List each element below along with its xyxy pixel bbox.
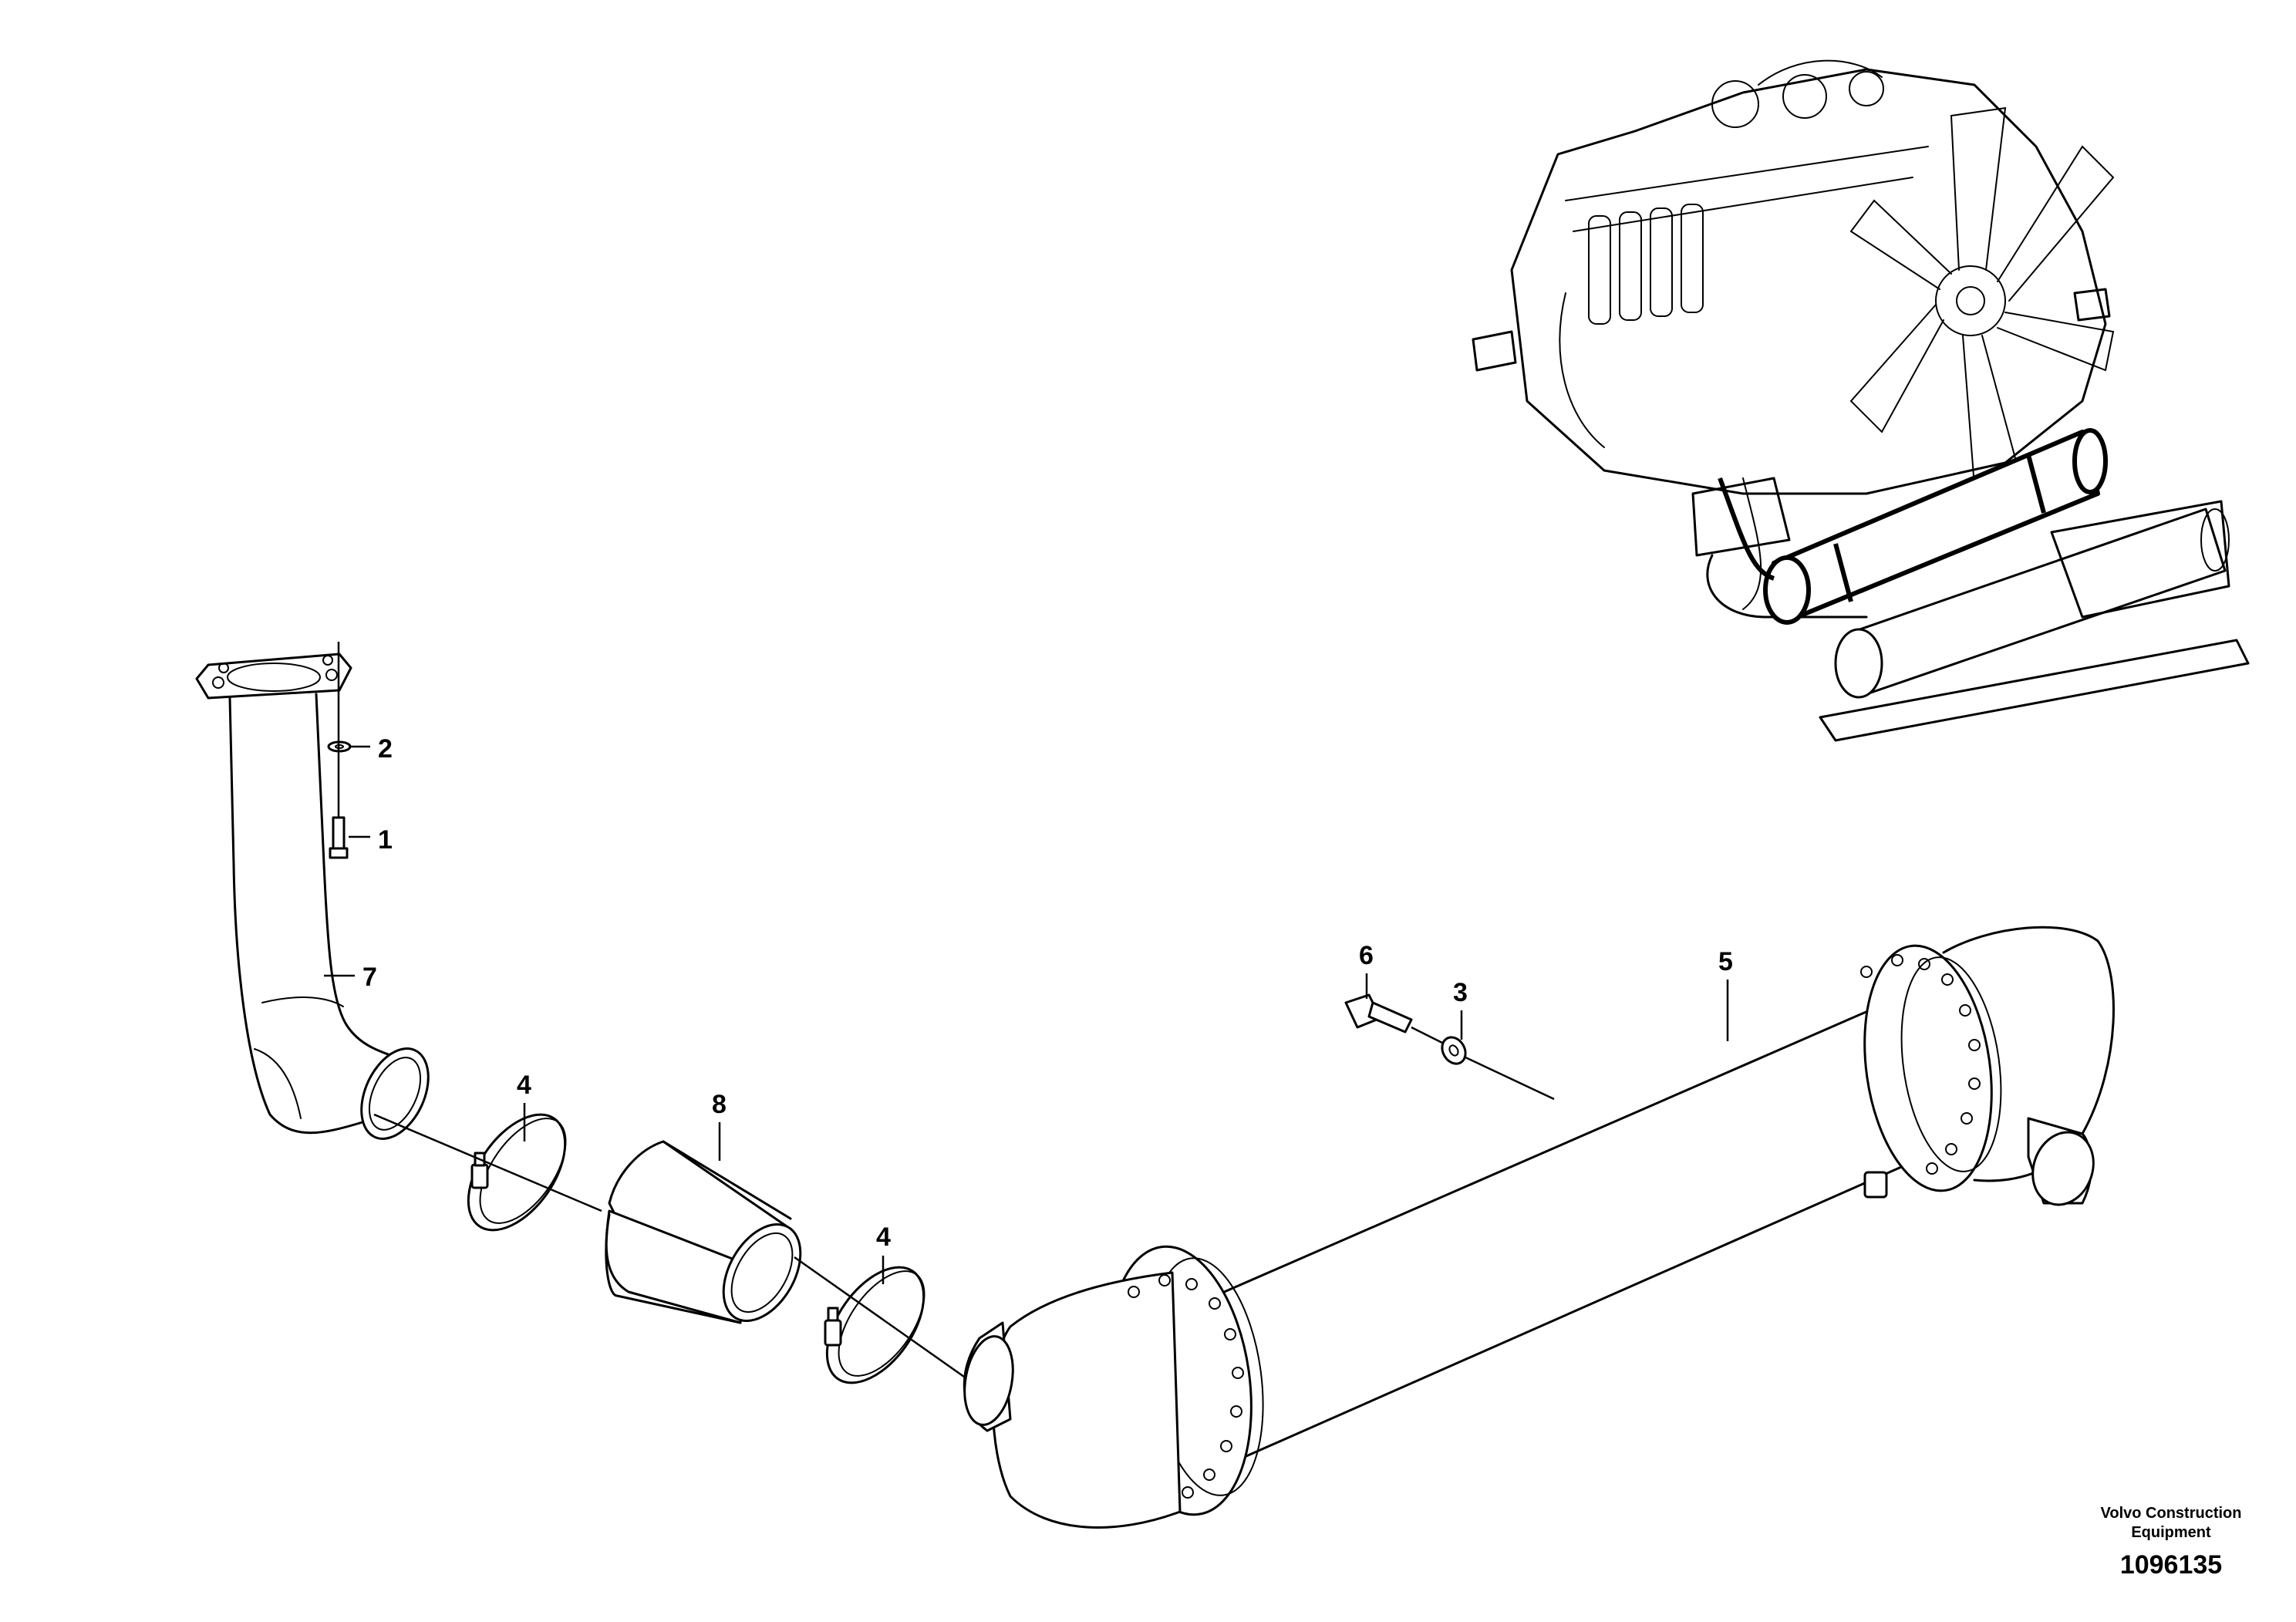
document-number: 1096135 <box>2120 1550 2222 1580</box>
bolt-part-1 <box>329 816 349 859</box>
sleeve-part-8 <box>605 1140 802 1324</box>
callout-8: 8 <box>712 1090 727 1119</box>
washer-part-3 <box>1441 1036 1467 1065</box>
flange-bolts <box>1128 954 1981 1499</box>
bolt-axis-line <box>1411 1026 1555 1101</box>
callout-3: 3 <box>1453 978 1468 1007</box>
assembly-axis-line <box>373 1113 965 1378</box>
clamp-part-4-right <box>824 1266 925 1384</box>
callout-labels: 2 1 7 4 8 4 6 3 5 <box>362 734 1733 1252</box>
callout-1: 1 <box>378 825 393 855</box>
callout-5: 5 <box>1718 947 1733 976</box>
clamp-part-4-left <box>467 1113 567 1232</box>
callout-6: 6 <box>1359 941 1374 970</box>
bolt-part-6 <box>1344 993 1413 1034</box>
heat-exchanger-part-5 <box>963 926 2115 1529</box>
brand-line-2: Equipment <box>2131 1524 2211 1541</box>
callout-2: 2 <box>378 734 393 764</box>
callout-4-right: 4 <box>876 1222 891 1252</box>
engine-overview-illustration <box>1472 59 2250 742</box>
callout-7: 7 <box>362 963 377 992</box>
leader-lines <box>324 745 1729 1284</box>
callout-4-left: 4 <box>517 1071 531 1100</box>
brand-line-1: Volvo Construction <box>2101 1505 2242 1522</box>
pipe-elbow-part-7 <box>195 653 430 1140</box>
title-block: Volvo Construction Equipment 1096135 <box>2101 1505 2242 1580</box>
